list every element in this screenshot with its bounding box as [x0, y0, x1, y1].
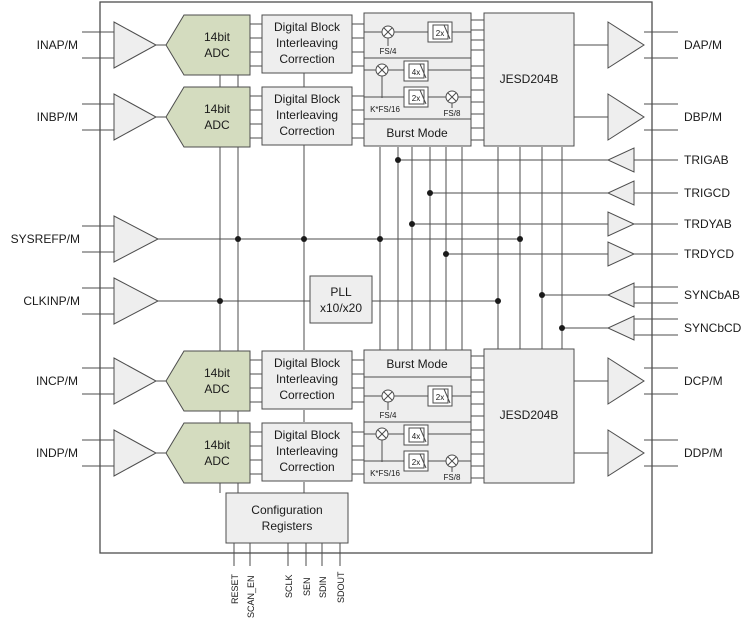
- buffer-d-icon: [113, 429, 158, 477]
- adc-a-label-2: ADC: [204, 46, 230, 60]
- decimator-icon: [427, 21, 453, 43]
- dbic-d-label-3: Correction: [279, 460, 334, 474]
- out-buffer-d-icon: [607, 429, 645, 477]
- adc-c-label-2: ADC: [204, 382, 230, 396]
- trigab-buffer-icon: [606, 147, 635, 173]
- input-label-clk: CLKINP/M: [23, 294, 80, 308]
- dbic-c-label-2: Interleaving: [276, 372, 338, 386]
- dbic-c-label-3: Correction: [279, 388, 334, 402]
- output-label-trdycd: TRDYCD: [684, 247, 734, 261]
- junction-dots: [217, 157, 565, 331]
- adc-d-label-1: 14bit: [204, 438, 231, 452]
- burst-mode-label-top: Burst Mode: [386, 126, 448, 140]
- output-label-synccd: SYNCbCD: [684, 321, 742, 335]
- dbic-a-label-1: Digital Block: [274, 20, 341, 34]
- input-label-inc: INCP/M: [36, 374, 78, 388]
- output-label-dd: DDP/M: [684, 446, 723, 460]
- output-label-trigab: TRIGAB: [684, 153, 729, 167]
- input-label-ina: INAP/M: [37, 38, 78, 52]
- adc-c-label-1: 14bit: [204, 366, 231, 380]
- output-label-trigcd: TRIGCD: [684, 186, 730, 200]
- buffer-b-icon: [113, 93, 158, 141]
- adc-d-shape: [165, 422, 251, 484]
- config-label-2: Registers: [262, 519, 313, 533]
- adc-a-label-1: 14bit: [204, 30, 231, 44]
- synccd-buffer-icon: [606, 315, 635, 341]
- fs4-label-a: FS/4: [380, 47, 397, 56]
- pin-label-reset: RESET: [230, 573, 240, 604]
- config-block: [225, 492, 349, 544]
- pin-label-sdout: SDOUT: [336, 571, 346, 603]
- dec2-label-a: 2x: [436, 29, 444, 38]
- output-label-db: DBP/M: [684, 110, 722, 124]
- kfs16-label-b: K*FS/16: [370, 105, 400, 114]
- out-buffer-b-icon: [607, 93, 645, 141]
- dec4-label-d: 4x: [412, 432, 420, 441]
- adc-b-shape: [165, 86, 251, 148]
- buffer-clk-icon: [113, 277, 160, 325]
- pll-label-2: x10/x20: [320, 301, 362, 315]
- dbic-a-label-3: Correction: [279, 52, 334, 66]
- adc-c-shape: [165, 350, 251, 412]
- pin-label-sen: SEN: [302, 577, 312, 596]
- dbic-b-label-3: Correction: [279, 124, 334, 138]
- jesd-label-top: JESD204B: [500, 72, 559, 86]
- fs4-label-c: FS/4: [380, 411, 397, 420]
- trdycd-buffer-icon: [607, 241, 636, 267]
- dbic-c-label-1: Digital Block: [274, 356, 341, 370]
- output-buffers: [606, 21, 645, 477]
- dbic-d-label-2: Interleaving: [276, 444, 338, 458]
- out-buffer-a-icon: [607, 21, 645, 69]
- syncab-buffer-icon: [606, 282, 635, 308]
- fs8-label-d: FS/8: [444, 473, 461, 482]
- trdyab-buffer-icon: [607, 211, 636, 237]
- dbic-b-label-2: Interleaving: [276, 108, 338, 122]
- output-label-trdyab: TRDYAB: [684, 217, 732, 231]
- dec2-label-b: 2x: [412, 94, 420, 103]
- output-label-da: DAP/M: [684, 38, 722, 52]
- pin-label-sclk: SCLK: [284, 574, 294, 598]
- pin-label-sdin: SDIN: [318, 576, 328, 598]
- dec2-label-c: 2x: [436, 393, 444, 402]
- buffer-c-icon: [113, 357, 158, 405]
- adc-a-shape: [165, 14, 251, 76]
- out-buffer-c-icon: [607, 357, 645, 405]
- dbic-b-label-1: Digital Block: [274, 92, 341, 106]
- dbic-d-label-1: Digital Block: [274, 428, 341, 442]
- adc-d-label-2: ADC: [204, 454, 230, 468]
- input-label-sysref: SYSREFP/M: [11, 232, 80, 246]
- trigcd-buffer-icon: [606, 180, 635, 206]
- config-label-1: Configuration: [251, 503, 322, 517]
- adc-b-label-2: ADC: [204, 118, 230, 132]
- dbic-a-label-2: Interleaving: [276, 36, 338, 50]
- input-buffers: [113, 21, 160, 477]
- dsp-internals: [364, 21, 471, 472]
- adc-shapes: [165, 14, 251, 484]
- fs8-label-b: FS/8: [444, 109, 461, 118]
- kfs16-label-d: K*FS/16: [370, 469, 400, 478]
- signal-lines: [82, 19, 678, 566]
- input-label-inb: INBP/M: [37, 110, 78, 124]
- buffer-sysref-icon: [113, 215, 160, 263]
- jesd-blocks: [483, 12, 575, 484]
- dec4-label-b: 4x: [412, 68, 420, 77]
- pll-block: [309, 275, 373, 324]
- adc-b-label-1: 14bit: [204, 102, 231, 116]
- output-label-dc: DCP/M: [684, 374, 723, 388]
- burst-mode-label-bottom: Burst Mode: [386, 357, 448, 371]
- input-label-ind: INDP/M: [36, 446, 78, 460]
- pin-label-scan-en: SCAN_EN: [246, 575, 256, 618]
- jesd-label-bottom: JESD204B: [500, 408, 559, 422]
- dbic-blocks: [261, 14, 353, 482]
- buffer-a-icon: [113, 21, 158, 69]
- dec2-label-d: 2x: [412, 458, 420, 467]
- output-label-syncab: SYNCbAB: [684, 288, 740, 302]
- pll-label-1: PLL: [330, 285, 352, 299]
